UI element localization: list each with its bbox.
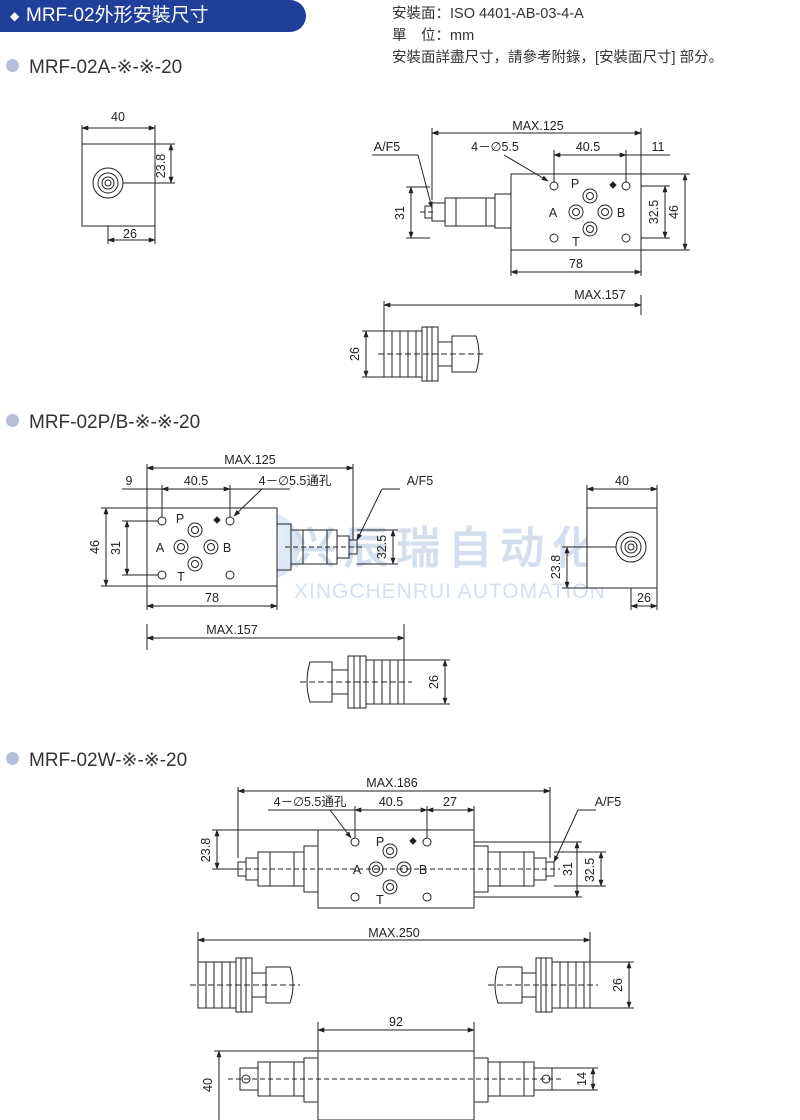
s3-left-h-label: 23.8 [199,838,213,862]
watermark-en: XINGCHENRUI AUTOMATION [294,580,606,603]
s1-max-len-label: MAX.125 [512,119,563,133]
page-title: MRF-02外形安裝尺寸 [26,5,209,26]
s1-port-b: B [617,206,625,220]
s2-front-view [562,485,658,610]
s2-height-outer-label: 46 [88,540,102,554]
s3-body-len-label: 92 [389,1015,403,1029]
s2-wrench-label: A/F5 [407,474,433,488]
s1-port-a: A [549,206,558,220]
s1-knob-h-label: 31 [393,206,407,220]
s1-knob-dia-label: 26 [348,347,362,361]
section-title-mrf-02w: MRF-02W-※-※-20 [6,749,187,772]
s1-front-offset-label: 26 [123,227,137,241]
header-title-bar: ◆ MRF-02外形安裝尺寸 [0,0,306,32]
s2-port-p: P [176,512,184,526]
s1-port-t: T [572,235,580,249]
s1-front-view [81,125,175,244]
s2-port-pitch-label: 40.5 [184,474,208,488]
s2-body-len-label: 78 [205,591,219,605]
s3-holes-label: 4－∅5.5通孔 [274,795,347,809]
s3-height-label: 40 [201,1078,215,1092]
s1-height-inner-label: 32.5 [647,200,661,224]
s3-port-p: P [376,835,384,849]
s3-max-len-label: MAX.186 [366,776,417,790]
s2-side-max-len-label: MAX.157 [206,623,257,637]
section-dot-icon [6,752,19,765]
diamond-bullet-icon: ◆ [10,9,20,23]
spec-unit: 單 位：mm [392,28,475,44]
s3-knob-h-label: 31 [561,862,575,876]
section-dot-icon [6,414,19,427]
watermark-cn: 兴辰瑞自动化 [292,524,604,573]
s2-plan-view [101,464,400,610]
s1-side-view [362,295,642,382]
s1-side-max-len-label: MAX.157 [574,288,625,302]
s3-port-pitch-label: 40.5 [379,795,403,809]
section-dot-icon [6,59,19,72]
s3-plan-view [212,787,606,909]
s1-body-len-label: 78 [569,257,583,271]
s2-port-a: A [156,541,165,555]
s3-edge-label: 27 [443,795,457,809]
s1-port-pitch-label: 40.5 [576,140,600,154]
s3-bottom-view [214,1022,598,1120]
s3-knob-dia-label: 26 [611,978,625,992]
s2-max-len-label: MAX.125 [224,453,275,467]
s1-front-height-label: 23.8 [154,154,168,178]
s3-height-inner-label: 32.5 [583,858,597,882]
s1-port-p: P [571,177,579,191]
s2-knob-h-label: 32.5 [375,535,389,559]
s2-side-view [146,624,450,709]
s2-knob-dia-label: 26 [427,675,441,689]
s3-port-a: A [353,863,362,877]
s1-edge-label: 11 [652,140,665,154]
s3-stem-label: 14 [575,1072,589,1086]
s3-port-t: T [376,893,384,907]
s2-front-offset-label: 26 [637,591,651,605]
s1-holes-label: 4－∅5.5 [471,140,519,154]
s1-height-outer-label: 46 [667,205,681,219]
s1-plan-view [372,128,690,276]
s3-side-max-len-label: MAX.250 [368,926,419,940]
s2-front-height-label: 23.8 [549,555,563,579]
s2-height-inner-label: 31 [109,541,123,555]
section-title-mrf-02a: MRF-02A-※-※-20 [6,56,182,79]
s2-holes-label: 4－∅5.5通孔 [259,474,332,488]
s2-edge-label: 9 [126,474,133,488]
s2-port-t: T [177,570,185,584]
s1-front-width-label: 40 [111,110,125,124]
s3-side-view [190,932,634,1013]
s1-wrench-label: A/F5 [374,140,400,154]
s2-front-width-label: 40 [615,474,629,488]
s3-wrench-label: A/F5 [595,795,621,809]
spec-mounting-face: 安裝面：ISO 4401-AB-03-4-A [392,6,584,22]
section-title-mrf-02pb: MRF-02P/B-※-※-20 [6,411,200,434]
spec-note: 安裝面詳盡尺寸，請參考附錄，[安裝面尺寸] 部分。 [392,50,724,66]
s2-port-b: B [223,541,231,555]
s3-port-b: B [419,863,427,877]
